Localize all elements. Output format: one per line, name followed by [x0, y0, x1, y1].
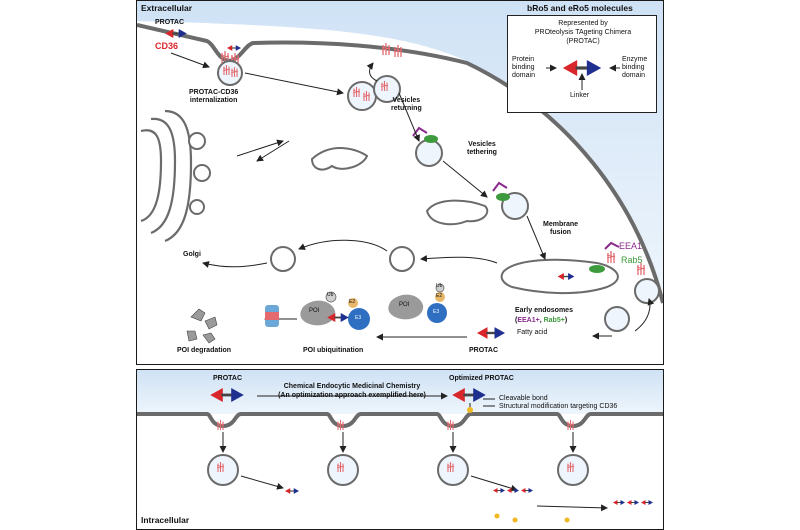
protac-key-box: Represented by PROteolysis TAgeting Chim… — [507, 15, 657, 113]
key-abbrev: (PROTAC) — [566, 38, 600, 45]
membrane-fusion-label: Membrane fusion — [543, 221, 579, 237]
cemc-title: Chemical Endocytic Medicinal Chemistry — [283, 383, 421, 390]
bottom-protac-label: PROTAC — [213, 375, 243, 382]
key-represented-by: Represented by — [558, 20, 608, 27]
key-protac-diagram — [546, 60, 620, 90]
internalization-label: PROTAC-CD36 internalization — [189, 89, 239, 105]
eea1-label: EEA1 — [619, 241, 643, 251]
endocytosis-pathway-panel: Extracellular bRo5 and eRo5 molecules Re… — [136, 0, 664, 365]
golgi-stack — [140, 129, 163, 223]
key-full-name: PROteolysis TAgeting Chimera — [534, 29, 632, 36]
vesicle-1 — [347, 81, 377, 111]
early-endosome-markers: (EEA1+, Rab5+) — [515, 317, 568, 324]
cd36-label: CD36 — [155, 41, 179, 51]
vesicles-returning-label: Vesicles returning — [391, 97, 422, 113]
early-endosomes-label: Early endosomes — [515, 307, 573, 314]
key-protein-domain: Protein binding domain — [512, 56, 535, 80]
e3-label-2: E3 — [355, 315, 362, 321]
degraded-fragments — [186, 308, 218, 344]
vesicles-tethering-label: Vesicles tethering — [467, 141, 497, 157]
intracellular-label: Intracellular — [141, 515, 190, 525]
vesicle-tethering-1 — [415, 139, 443, 167]
cleavable-bond-label: Cleavable bond — [499, 395, 548, 402]
optimized-protac-label: Optimized PROTAC — [449, 375, 514, 382]
optimization-panel: PROTAC Optimized PROTAC Chemical Endocyt… — [136, 369, 664, 530]
poi-label-1: POI — [399, 302, 410, 308]
bottom-membrane — [137, 412, 663, 429]
structural-mod-label: Structural modification targeting CD36 — [499, 403, 618, 410]
e2-label-1: E2 — [436, 293, 443, 299]
e3-ligase-1 — [427, 303, 447, 323]
rab5-label: Rab5 — [621, 255, 643, 265]
key-linker: Linker — [570, 92, 590, 99]
poi-shape-1 — [388, 294, 424, 320]
protac-bottom-label: PROTAC — [469, 347, 499, 354]
vesicle-tethering-2 — [501, 192, 529, 220]
poi-degradation-label: POI degradation — [177, 347, 232, 354]
poi-ubiquitination-label: POI ubiquitination — [303, 347, 364, 354]
extracellular-label: Extracellular — [141, 3, 193, 13]
e3-ligase-2 — [348, 308, 370, 330]
poi-label-2: POI — [309, 308, 320, 314]
endosome-tethering — [425, 199, 489, 226]
ub-label-1: Ub — [436, 283, 443, 289]
e3-label-1: E3 — [433, 309, 440, 315]
poi-shape-2 — [300, 300, 336, 326]
key-enzyme-domain: Enzyme binding domain — [622, 56, 648, 80]
e2-label-2: E2 — [349, 299, 356, 305]
golgi-label: Golgi — [183, 251, 201, 258]
protac-label: PROTAC — [155, 19, 185, 26]
fatty-acid-label: Fatty acid — [517, 329, 548, 336]
cemc-subtitle: (An optimization approach exemplified he… — [278, 392, 426, 399]
panel-heading: bRo5 and eRo5 molecules — [527, 3, 633, 13]
vesicle-internalizing — [217, 60, 243, 86]
optimization-artwork — [137, 370, 663, 523]
ub-label-2: Ub — [327, 292, 334, 298]
